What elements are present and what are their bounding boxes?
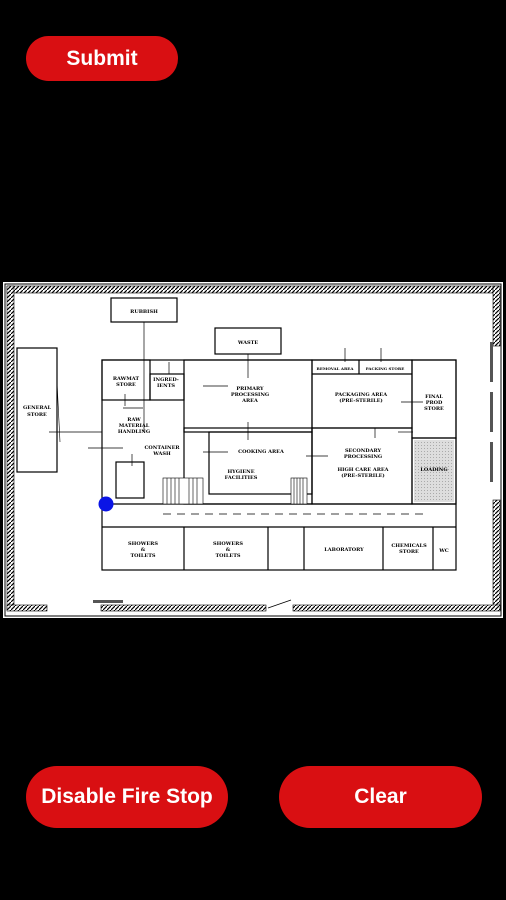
- floor-plan[interactable]: RUBBISH WASTE GENERAL STORE: [3, 282, 503, 618]
- room-label: COOKING AREA: [238, 449, 284, 455]
- room-label: FINAL: [425, 394, 443, 400]
- room-label: (PRE-STERILE): [341, 472, 385, 479]
- room-label: STORE: [399, 549, 419, 555]
- room-label: TOILETS: [130, 553, 155, 559]
- room-label: PACKING STORE: [366, 366, 405, 371]
- room-label: &: [226, 547, 231, 553]
- room-label: WASTE: [237, 340, 259, 346]
- room-label: CONTAINER: [144, 445, 180, 451]
- floor-plan-drawing[interactable]: RUBBISH WASTE GENERAL STORE: [3, 282, 503, 618]
- room-label: PROD: [426, 400, 443, 406]
- general-store-room: [16, 347, 58, 473]
- room-label: RAWMAT: [113, 376, 140, 382]
- room-label: PROCESSING: [231, 392, 269, 398]
- room-label: MATERIAL: [119, 423, 150, 429]
- room-label: STORE: [116, 382, 136, 388]
- room-label: &: [141, 547, 146, 553]
- rubbish-room: [110, 297, 178, 323]
- room-labels: RAWMAT STORE INGRED- IENTS PRIMARY PROCE…: [113, 366, 449, 559]
- room-label: PRIMARY: [236, 386, 264, 392]
- room-label: HIGH CARE AREA: [337, 467, 388, 473]
- outer-walls: [4, 283, 502, 617]
- loading-area: [414, 440, 454, 502]
- room-label: RAW: [127, 417, 141, 423]
- stairs: [162, 477, 308, 505]
- room-label: LOADING: [420, 467, 447, 473]
- location-marker[interactable]: [98, 496, 114, 512]
- room-label: WC: [438, 548, 449, 554]
- room-label: IENTS: [157, 383, 175, 389]
- room-label: REMOVAL AREA: [317, 366, 355, 371]
- room-label: FACILITIES: [225, 475, 258, 481]
- room-label: PROCESSING: [344, 454, 382, 460]
- room-label: SHOWERS: [128, 541, 158, 547]
- clear-button[interactable]: Clear: [279, 766, 482, 828]
- main-building: [101, 359, 457, 571]
- room-label: PACKAGING AREA: [335, 392, 387, 398]
- room-label: (PRE-STERILE): [339, 397, 383, 404]
- room-label: RUBBISH: [130, 309, 158, 315]
- room-label: WASH: [152, 451, 171, 457]
- flow-arrows: [49, 322, 423, 515]
- room-label: AREA: [241, 398, 258, 404]
- room-label: LABORATORY: [324, 547, 364, 553]
- submit-button[interactable]: Submit: [26, 36, 178, 81]
- waste-room: [214, 327, 282, 355]
- room-label: INGRED-: [153, 377, 179, 383]
- room-label: CHEMICALS: [391, 543, 427, 549]
- room-label: SHOWERS: [213, 541, 243, 547]
- room-label: SECONDARY: [345, 448, 382, 454]
- room-label: STORE: [27, 412, 47, 418]
- room-label: STORE: [424, 406, 444, 412]
- room-label: TOILETS: [215, 553, 240, 559]
- room-label: GENERAL: [23, 405, 51, 411]
- room-label: HANDLING: [118, 429, 150, 435]
- room-label: HYGIENE: [227, 469, 254, 475]
- disable-fire-stop-button[interactable]: Disable Fire Stop: [26, 766, 228, 828]
